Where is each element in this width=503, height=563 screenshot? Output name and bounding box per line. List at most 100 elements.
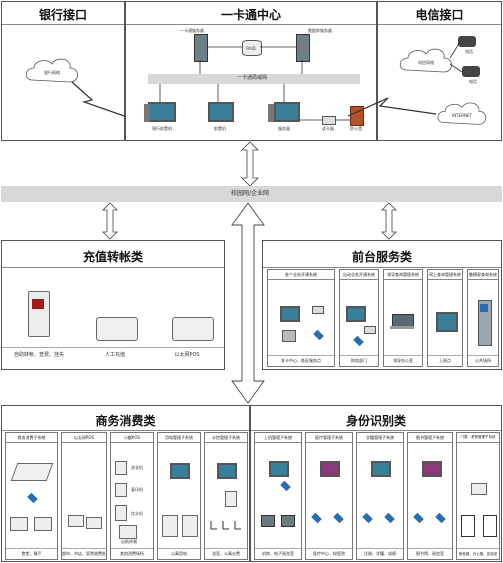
commerce-sub-panel: 水控管理子系统 浴室、公寓水费 [204, 432, 248, 560]
pos-icon [10, 517, 28, 531]
commerce-sub-panel: 小额POS 洗衣机 复印机 饮水机 自助终端 其他消费场所 [110, 432, 154, 560]
identity-sub-panel: 学籍管理子系统 注册、学籍、成绩 [356, 432, 404, 560]
front-sub-header: 领导查询管理系统 [384, 270, 422, 280]
commerce-sub-panel: 用电管理子系统 公寓用电 [157, 432, 201, 560]
recharge-panel: 充值转帐类 自助转帐、查费、挂失 人工充值 以太网POS [1, 240, 225, 370]
front-sub-caption: 公共场所 [468, 355, 498, 366]
card-icon [27, 492, 38, 504]
computer-icon [280, 306, 300, 322]
net-to-front-arrow [381, 202, 397, 240]
door-icon [461, 515, 475, 537]
telecom-links [347, 41, 463, 117]
commerce-sub-header: 以太网POS [62, 433, 106, 443]
front-sub-panel: 触摸屏查询系统 公共场所 [467, 269, 499, 367]
card-reader-icon [322, 116, 336, 125]
computer-icon [346, 306, 366, 322]
door-icon [483, 515, 497, 537]
recharge-title: 充值转帐类 [82, 250, 143, 264]
kiosk-screen-icon [480, 304, 488, 312]
phone-icon [458, 36, 476, 47]
card-icon [413, 512, 424, 524]
telecom-interface-panel: 电信接口 电信网络 INTERNET 电话 电话 [347, 1, 502, 141]
card-icon [280, 480, 291, 492]
water-controller-icon [225, 491, 237, 507]
front-sub-caption: 领导办公室 [384, 355, 422, 366]
front-sub-panel: 网上查询管理系统 上网点 [427, 269, 463, 367]
telecom-interface-title: 电信接口 [415, 8, 464, 22]
db-server-label: 数据库服务器 [308, 28, 332, 33]
commerce-sub-header: 水控管理子系统 [205, 433, 247, 443]
front-sub-panel: 各个业务开通系统 发卡中心、各区服务点 [267, 269, 335, 367]
card-center-title: 一卡通中心 [220, 8, 281, 22]
commerce-sub-header: 用电管理子系统 [158, 433, 200, 443]
identity-sub-panel: 门禁、考勤管理子系统 宿舍楼、办公楼、实验室 [456, 432, 500, 560]
net-to-lower-arrow [231, 202, 265, 404]
card-reader-icon [364, 326, 376, 334]
identity-sub-panel: 上机管理子系统 机房、电子阅览室 [254, 432, 302, 560]
identity-sub-caption: 宿舍楼、办公楼、实验室 [457, 548, 499, 559]
workstation-icon [261, 515, 275, 527]
small-pos-item-label: 复印机 [131, 487, 143, 492]
meter-icon [162, 515, 178, 537]
front-sub-panel: 领导查询管理系统 领导办公室 [383, 269, 423, 367]
computer-icon [217, 463, 237, 479]
raid-icon [242, 40, 262, 56]
firewall-label: 防火墙 [350, 126, 362, 131]
card-icon [311, 512, 322, 524]
front-service-title: 前台服务类 [351, 250, 412, 264]
card-icon [362, 512, 373, 524]
campus-net-label: 校园网/企业网 [230, 190, 270, 197]
card-lan-bar [148, 74, 360, 84]
commerce-sub-header: 小额POS [111, 433, 153, 443]
card-printer-icon [282, 330, 296, 342]
ethernet-pos-icon [68, 515, 84, 527]
center-to-net-arrow [241, 141, 259, 187]
internet-label: INTERNET [452, 113, 472, 118]
front-sub-header: 各个业务开通系统 [268, 270, 334, 280]
recharge-item-label: 以太网POS [174, 352, 200, 358]
graduation-computer-icon [371, 461, 391, 477]
identity-sub-caption: 图书馆、阅览室 [408, 548, 452, 559]
access-controller-icon [471, 483, 487, 495]
ethernet-pos-icon [172, 317, 214, 341]
small-pos-item-label: 饮水机 [131, 511, 143, 516]
identity-sub-header: 学籍管理子系统 [357, 433, 403, 443]
server-links [159, 46, 350, 121]
pos-terminal-icon [10, 463, 54, 481]
phone-label-2: 电话 [469, 79, 477, 84]
identity-sub-caption: 注册、学籍、成绩 [357, 548, 403, 559]
commerce-sub-caption: 其他消费场所 [111, 548, 153, 559]
front-sub-caption: 上网点 [428, 355, 462, 366]
card-reader-icon [312, 306, 324, 314]
commerce-sub-caption: 公寓用电 [158, 548, 200, 559]
raid-label: RAID [246, 46, 256, 51]
shower-icons [210, 521, 241, 530]
bank-link-lightning-icon [71, 81, 131, 119]
copier-icon [115, 483, 127, 497]
internet-cloud-icon [437, 102, 487, 125]
small-pos-item-label: 自助终端 [121, 539, 137, 544]
kiosk-screen-icon [32, 299, 44, 309]
card-icon [333, 512, 344, 524]
telecom-network-cloud-icon [399, 48, 452, 73]
card-lan-label: 一卡通局域网 [236, 75, 267, 81]
front-sub-caption: 财务部门 [340, 355, 378, 366]
card-icon [353, 335, 364, 347]
identity-sub-header: 图书管理子系统 [408, 433, 452, 443]
server-label: 服务器 [278, 126, 290, 131]
identity-sub-header: 上机管理子系统 [255, 433, 301, 443]
front-sub-header: 触摸屏查询系统 [468, 270, 498, 280]
front-sub-header: 自动业务开通系统 [340, 270, 378, 280]
workstation-icon [281, 515, 295, 527]
bank-network-cloud-icon [25, 58, 78, 83]
commerce-panel: 商务消费类 商务消费子系统 食堂、餐厅 以太网POS 超市、书店、医院收费处 小… [1, 405, 250, 562]
monitor-icon [436, 312, 458, 332]
commerce-sub-header: 商务消费子系统 [6, 433, 57, 443]
front-sub-panel: 自动业务开通系统 财务部门 [339, 269, 379, 367]
bank-frontend-tower-icon [144, 104, 150, 122]
card-reader-label: 读卡器 [322, 126, 334, 131]
identity-sub-panel: 图书管理子系统 图书馆、阅览室 [407, 432, 453, 560]
firewall-icon [350, 106, 364, 126]
bank-interface-title: 银行接口 [38, 8, 87, 22]
commerce-sub-caption: 食堂、餐厅 [6, 548, 57, 559]
